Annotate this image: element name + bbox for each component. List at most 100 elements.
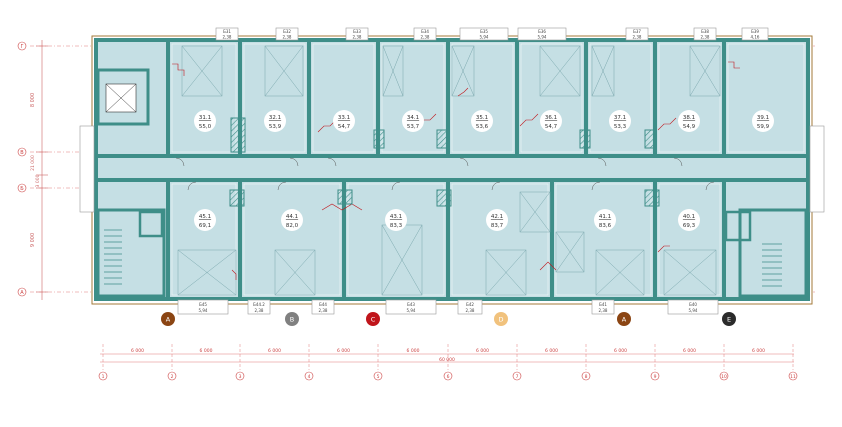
entrance-marker-label: B [290,316,294,324]
grid-number-bubble [167,371,177,381]
grid-number: 2 [171,374,174,380]
balcony-area: 2,38 [353,35,362,40]
room-number: 43.1 [390,214,402,220]
grid-letter-A: А [20,290,24,296]
room-badge [264,110,286,132]
span-dimension: 6 000 [614,348,627,354]
room-area: 54,7 [545,124,558,130]
room-number: 40.1 [683,214,695,220]
room-label-bottom: 40.1 69,3 [678,209,700,231]
left-dimension-chain [36,40,48,300]
top-partitions [166,42,726,154]
balcony-number: Б40 [689,302,697,307]
room-label-bottom: 41.183,6 [594,209,616,231]
room-label-bottom: 43.1 83,3 [385,209,407,231]
grid-number-bubble [235,371,245,381]
balcony-area: 2,38 [599,308,608,313]
room-area: 69,1 [199,223,211,229]
balcony-area: 2,38 [701,35,710,40]
grid-number-bubble [719,371,729,381]
span-dimension: 6 000 [337,348,350,354]
room-area: 69,3 [683,223,696,229]
balcony-area: 2,38 [633,35,642,40]
kitchen-fixtures [172,61,740,280]
room-number: 36.1 [545,115,557,121]
span-dimension: 6 000 [476,348,489,354]
grid-number: 5 [377,374,380,380]
span-dimension: 6 000 [131,348,144,354]
room-area: 55,0 [199,124,212,130]
room-area: 83,6 [599,223,612,229]
grid-number: 3 [239,374,242,380]
entrance-marker [722,312,736,326]
balcony-number: Б43 [407,302,415,307]
room-area: 53,9 [269,124,282,130]
room-area: 59,9 [757,124,770,130]
room-number: 33.1 [338,115,350,121]
span-dimension: 6 000 [407,348,420,354]
room-badge [609,110,631,132]
room-area: 53,7 [407,124,420,130]
room-number: 34.1 [407,115,419,121]
room-label-top: 35.153,6 [471,110,493,132]
balcony-labels: Б312,38Б322,38Б332,38Б342,38Б355,94Б365,… [199,29,760,313]
room-label-bottom: 42.183,7 [486,209,508,231]
room-badge [402,110,424,132]
balcony-area: 2,38 [319,308,328,313]
room-badge [471,110,493,132]
grid-number: 7 [516,374,519,380]
inner-room-outlines [171,43,805,296]
room-number: 44.1 [286,214,298,220]
balcony-number: Б36 [538,29,546,34]
grid-letter-G: Г [20,44,23,50]
balcony-area: 2,38 [255,308,264,313]
corridor-walls [98,154,806,182]
ventilation-shafts [229,117,660,207]
grid-number: 4 [308,374,311,380]
room-label-bottom: 44.182,0 [281,209,303,231]
room-number: 45.1 [199,214,211,220]
entrance-marker [285,312,299,326]
room-label-top: 34.1 53,7 [402,110,424,132]
entrance-marker-label: A [622,316,627,324]
room-number: 37.1 [614,115,626,121]
balcony-area: 5,94 [480,35,489,40]
bottom-dimension-chain [100,353,794,363]
corridor-doors [175,157,715,191]
grid-number-bubble [98,371,108,381]
room-badge [194,110,216,132]
room-badge [486,209,508,231]
room-badge [385,209,407,231]
room-label-top: 36.1 54,7 [540,110,562,132]
dim-left-3: 3 000 [35,174,41,187]
east-stair [724,208,808,298]
entrance-marker [617,312,631,326]
dim-left-1: 8 000 [30,93,36,107]
balcony-number: Б34 [421,29,429,34]
balcony-number: Б39 [751,29,759,34]
balcony-area: 5,94 [538,35,547,40]
span-dimension: 6 000 [752,348,765,354]
room-area: 83,7 [491,223,504,229]
outer-walls [94,38,810,301]
west-core [96,68,166,298]
balcony-area: 2,38 [421,35,430,40]
east-window-bay [809,125,825,213]
balcony-number: Б38 [701,29,709,34]
room-labels: 31.155,032.153,933.154,734.153,735.153,6… [194,110,774,231]
grid-number-bubble [373,371,383,381]
bottom-partitions [166,182,726,297]
grid-number-bubble [304,371,314,381]
room-badge [594,209,616,231]
balcony-number: Б44 [319,302,327,307]
top-balconies [215,27,769,41]
room-label-top: 33.154,7 [333,110,355,132]
room-badge [194,209,216,231]
room-number: 32.1 [269,115,281,121]
entrance-marker-label: E [727,316,731,324]
room-area: 83,3 [390,223,403,229]
balcony-number: Б37 [633,29,641,34]
room-area: 53,6 [476,124,489,130]
grid-number-bubble [512,371,522,381]
